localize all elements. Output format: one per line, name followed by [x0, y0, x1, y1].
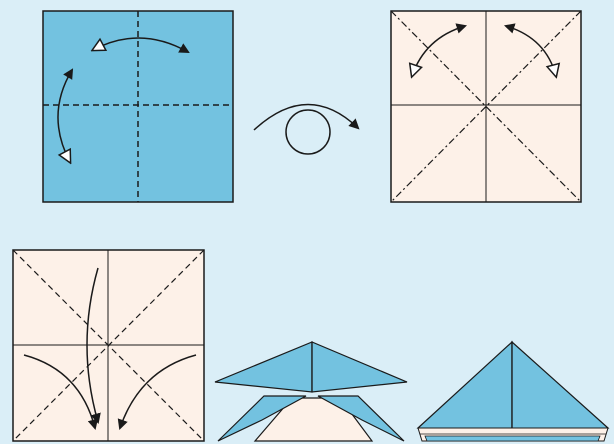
- step5-top-right-blue-triangle: [311, 341, 408, 393]
- step5-left-lower-blue-wing: [217, 395, 307, 442]
- turn-over-circle: [285, 109, 331, 155]
- step6-right-blue-face: [511, 340, 610, 433]
- step3-white-square-group: [390, 10, 582, 203]
- step5-collapsing-model: [214, 341, 408, 442]
- step4-right-collapse-arrow: [117, 354, 197, 430]
- step1-top-fold-arrow: [93, 37, 188, 52]
- step4-diagonal-valley-2: [12, 249, 205, 442]
- step6-bottom-blue-sliver: [424, 435, 601, 442]
- step5-top-left-blue-triangle: [214, 341, 313, 393]
- step3-left-diagonal-arrow: [412, 26, 465, 76]
- turn-over-arrow: [253, 103, 360, 131]
- step3-right-diagonal-arrow: [506, 26, 556, 76]
- step6-finished-base: [416, 340, 610, 442]
- turn-over-symbol: [253, 103, 360, 155]
- step6-left-blue-face: [416, 340, 513, 433]
- step1-blue-square-group: [42, 10, 234, 203]
- step5-right-lower-blue-wing: [317, 395, 405, 442]
- step4-white-square-group: [12, 249, 205, 442]
- step4-top-collapse-arrow: [86, 267, 101, 425]
- step1-left-fold-arrow: [57, 70, 72, 162]
